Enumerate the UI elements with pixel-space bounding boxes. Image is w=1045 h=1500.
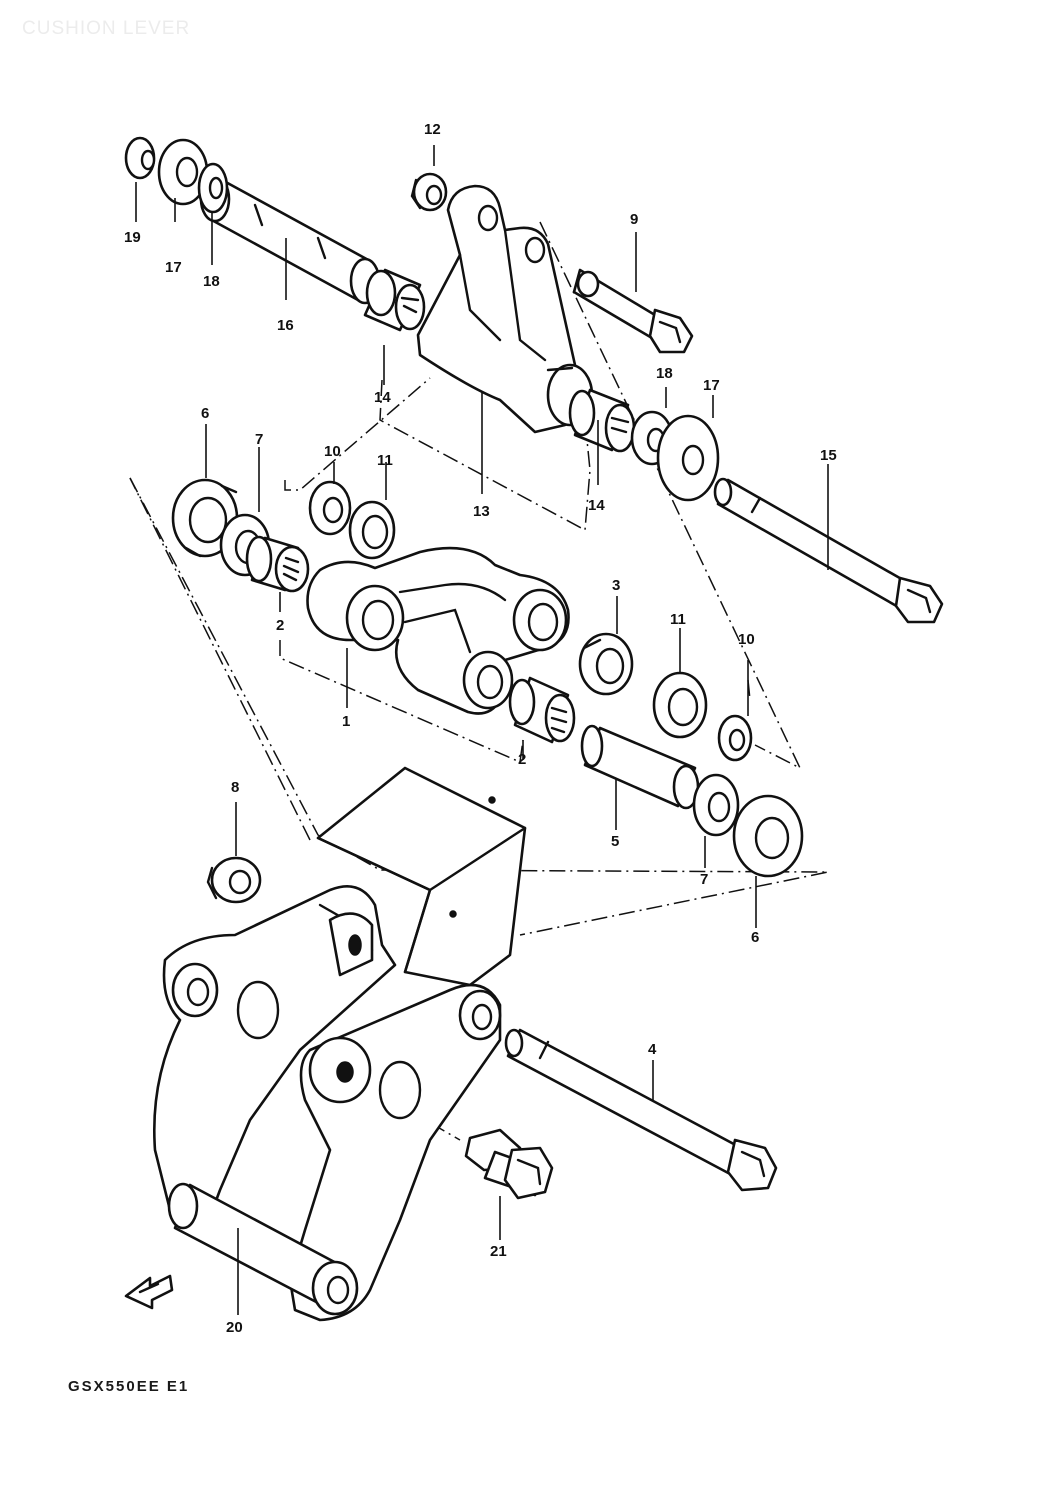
- callout-11-right: 11: [670, 611, 686, 628]
- callout-6-right: 6: [751, 929, 759, 946]
- callout-10-right: 10: [738, 631, 755, 648]
- bolt-part-21: [464, 1128, 554, 1200]
- callout-18-right: 18: [656, 365, 673, 382]
- callout-1: 1: [342, 713, 350, 730]
- model-code-label: GSX550EE E1: [68, 1378, 190, 1395]
- callout-2-right: 2: [518, 751, 526, 768]
- callout-19: 19: [124, 229, 141, 246]
- cushion-lever-part-1: [306, 546, 570, 715]
- diagram-title: CUSHION LEVER: [22, 18, 191, 39]
- pipe-part-5: [580, 724, 700, 810]
- bushing-part-14-right: [568, 388, 636, 453]
- callout-15: 15: [820, 447, 837, 464]
- callout-3: 3: [612, 577, 620, 594]
- bolt-part-9: [572, 268, 694, 354]
- callout-7-right: 7: [700, 871, 708, 888]
- callout-11-upper: 11: [377, 452, 393, 469]
- callout-10-upper: 10: [324, 443, 341, 460]
- bearing-part-11-right: [652, 671, 708, 739]
- callout-18-upper: 18: [203, 273, 220, 290]
- callout-8: 8: [231, 779, 239, 796]
- bolt-part-15: [713, 477, 944, 624]
- callout-2-left: 2: [276, 617, 284, 634]
- bracket-part-13: [416, 184, 594, 434]
- callout-17-upper: 17: [165, 259, 182, 276]
- callout-20: 20: [226, 1319, 243, 1336]
- shaft-part-16: [199, 175, 381, 305]
- callout-7-left: 7: [255, 431, 263, 448]
- bushing-part-10-upper: [308, 480, 352, 536]
- nut-part-19: [124, 136, 156, 180]
- callout-numbers: 12 9 19 17 18 16 14 18 17 15 13 14 6 7 1…: [124, 121, 837, 1336]
- callout-21: 21: [490, 1243, 507, 1260]
- bushing-part-14-left: [363, 268, 426, 332]
- cushion-rod-part-20: [153, 766, 527, 1322]
- bolt-part-4: [504, 1028, 778, 1192]
- callout-9: 9: [630, 211, 638, 228]
- front-arrow-icon: [124, 1274, 174, 1310]
- washer-part-17-right: [656, 414, 720, 502]
- washer-part-18-upper: [197, 162, 229, 214]
- callout-17-right: 17: [703, 377, 720, 394]
- callout-5: 5: [611, 833, 619, 850]
- bearing-part-11-upper: [348, 500, 396, 560]
- callout-16: 16: [277, 317, 294, 334]
- nut-part-8: [206, 856, 262, 904]
- callout-14-left: 14: [374, 389, 391, 406]
- callout-4: 4: [648, 1041, 657, 1058]
- callout-leaders: [135, 145, 829, 1315]
- bearing-part-2-right: [508, 676, 576, 744]
- callout-14-right: 14: [588, 497, 605, 514]
- callout-6-left: 6: [201, 405, 209, 422]
- bushing-part-10-right: [717, 714, 753, 762]
- callout-12: 12: [424, 121, 441, 138]
- callout-13: 13: [473, 503, 490, 520]
- seal-part-6-right: [732, 794, 804, 878]
- washer-part-7-right: [692, 773, 740, 837]
- spacer-part-3: [578, 632, 634, 696]
- nut-part-12: [410, 172, 448, 212]
- bearing-part-2-left: [245, 535, 310, 593]
